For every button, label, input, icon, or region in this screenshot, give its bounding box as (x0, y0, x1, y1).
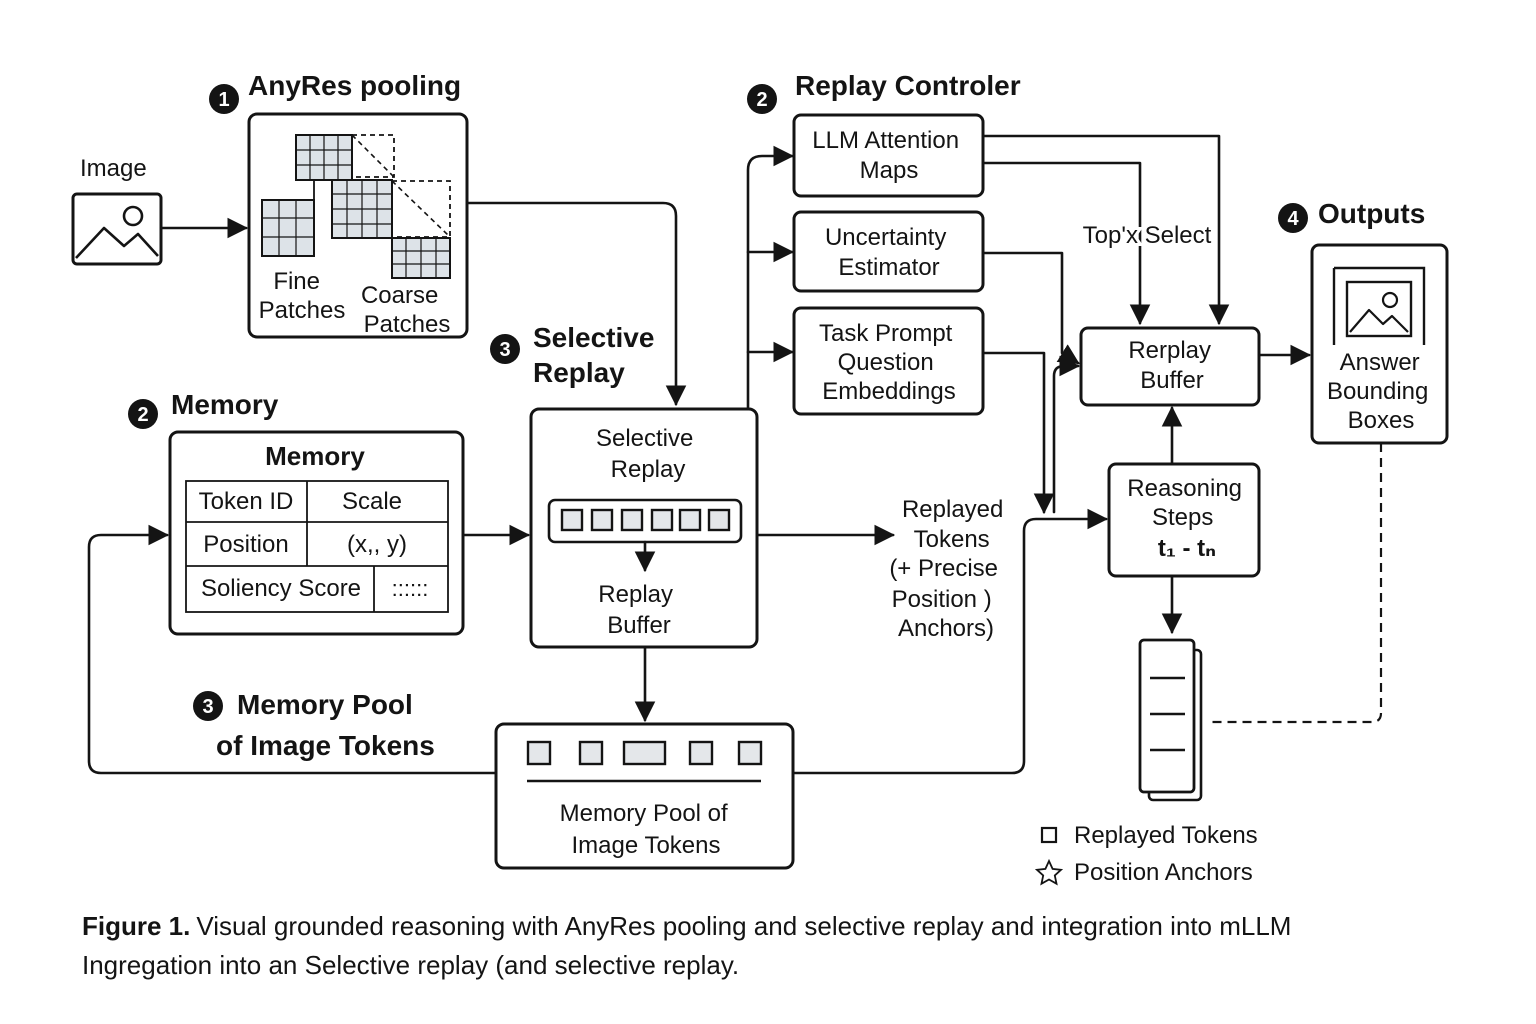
outputs-badge: 4 (1278, 203, 1308, 233)
attention-to-buffer-arrow (981, 134, 1230, 326)
legend-star-icon (1034, 858, 1064, 886)
pool-to-reasoning-arrow (791, 508, 1109, 775)
replay-controller-title: Replay Controler (795, 70, 1021, 101)
caption-line-2: Ingregation into an Selective replay (an… (82, 950, 739, 980)
memory-table (185, 480, 449, 613)
replay-buffer-label: Replay Buffer (598, 581, 679, 639)
uncertainty-estimator-label: Uncertainty Estimator (825, 224, 953, 281)
topk-select-label: Top'x Select (1083, 222, 1212, 249)
prompt-down-arrow (981, 351, 1055, 515)
fine-patches-label: Fine Patches (259, 268, 346, 324)
memory-badge: 2 (128, 399, 158, 429)
token-strip-cells (560, 508, 731, 532)
memory-table-title: Memory (265, 441, 365, 471)
output-image-icon (1332, 266, 1426, 345)
attention-maps-box (792, 113, 985, 198)
reasoning-steps-label: Reasoning Steps t₁ - tₙ (1127, 475, 1248, 562)
svg-text:2: 2 (756, 89, 767, 111)
tokens-to-buffer-arrow (1052, 355, 1081, 514)
memory-cell-xy: (x,, y) (347, 531, 407, 558)
memory-pool-tokens (526, 740, 763, 783)
memory-pool-box-label: Memory Pool of Image Tokens (560, 800, 735, 859)
document-stack-icon (1138, 638, 1203, 802)
legend: Replayed Tokens Position Anchors (1034, 822, 1258, 886)
selective-replay-section-title: Selective Replay (533, 322, 662, 388)
patch-grid (261, 134, 451, 279)
svg-text:4: 4 (1287, 208, 1299, 230)
outputs-box-label: Answer Bounding Boxes (1327, 349, 1435, 434)
replayed-tokens-label: Replayed Tokens (+ Precise Position ) An… (889, 496, 1010, 642)
svg-text:3: 3 (202, 696, 213, 718)
anyres-title: AnyRes pooling (248, 70, 461, 101)
legend-square-icon (1040, 826, 1058, 844)
svg-text:2: 2 (137, 404, 148, 426)
coarse-patches-label: Coarse Patches (361, 282, 450, 338)
memory-cell-scale: Scale (342, 488, 402, 515)
pool-to-memory-arrow (87, 524, 498, 775)
memory-cell-token-id: Token ID (199, 488, 294, 515)
attention-maps-label: LLM Attention Maps (812, 127, 965, 184)
image-label: Image (80, 155, 147, 182)
task-prompt-box (792, 306, 985, 416)
legend-replayed-tokens: Replayed Tokens (1074, 822, 1258, 849)
memory-pool-badge: 3 (193, 691, 223, 721)
selective-replay-box-title: Selective Replay (596, 425, 700, 483)
reasoning-steps-box (1107, 462, 1261, 578)
legend-position-anchors: Position Anchors (1074, 859, 1253, 886)
outputs-box (1310, 243, 1449, 445)
attention-topk-arrow (981, 161, 1151, 326)
memory-cell-saliency: Soliency Score (201, 575, 361, 602)
anyres-to-replay-arrow (465, 201, 687, 407)
task-prompt-label: Task Prompt Question Embeddings (819, 320, 959, 405)
memory-section-title: Memory (171, 389, 279, 420)
uncertainty-estimator-box (792, 210, 985, 293)
replay-controller-badge: 2 (747, 84, 777, 114)
image-icon (71, 192, 163, 266)
svg-text:1: 1 (218, 89, 229, 111)
outputs-title: Outputs (1318, 198, 1425, 229)
memory-cell-position: Position (203, 531, 288, 558)
selective-replay-badge: 3 (490, 334, 520, 364)
memory-pool-box (494, 722, 795, 870)
caption-line-1: Figure 1.Visual grounded reasoning with … (82, 911, 1291, 941)
rerplay-buffer-box (1079, 326, 1261, 407)
uncertainty-to-buffer-arrow (981, 251, 1080, 365)
rerplay-buffer-label: Rerplay Buffer (1128, 337, 1217, 394)
memory-cell-dots: :::::: (392, 576, 429, 601)
svg-text:3: 3 (499, 339, 510, 361)
outputs-dashed-connector (1207, 443, 1383, 724)
memory-pool-section-title: Memory Pool of Image Tokens (216, 689, 435, 761)
anyres-badge: 1 (209, 84, 239, 114)
replay-to-attention-arrow (746, 145, 795, 411)
